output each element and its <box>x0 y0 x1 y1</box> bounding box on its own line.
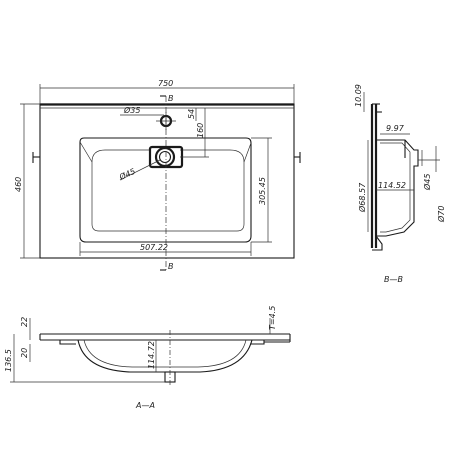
slab-outline <box>39 103 295 259</box>
dim-507-text: 507.22 <box>140 243 168 252</box>
bowl-back-slope <box>79 141 93 163</box>
bowl-inner <box>91 149 245 232</box>
side-bottom-clip <box>372 235 383 251</box>
dim-750-text: 750 <box>158 79 173 88</box>
dim-54-text: 54 <box>187 109 196 119</box>
dim-6857-text: Ø68.57 <box>357 182 367 213</box>
dim-70-text: Ø70 <box>436 206 446 223</box>
aa-left-rim <box>59 340 76 345</box>
dim-35-text: Ø35 <box>123 105 140 115</box>
dim-1365-text: 136.5 <box>4 349 13 372</box>
section-b-bot-label: B <box>168 262 174 271</box>
dim-45b-text: Ø45 <box>422 174 432 191</box>
section-b-top-label: B <box>168 94 174 103</box>
dim-20-text: 20 <box>20 348 29 358</box>
dim-t45-text: T=4.5 <box>268 306 277 330</box>
dim-305-text: 305.45 <box>258 177 267 205</box>
section-aa: 22 20 136.5 114.72 T=4.5 A—A <box>4 306 291 410</box>
dim-460-text: 460 <box>14 177 23 192</box>
dim-11452-text: 114.52 <box>378 181 406 190</box>
aa-right-rim <box>250 340 265 345</box>
dim-45-text: Ø45 <box>117 166 137 182</box>
bowl-inner-left <box>91 149 150 163</box>
section-aa-title: A—A <box>135 401 155 410</box>
bowl-back-slope-r <box>243 142 252 163</box>
aa-bowl-inner <box>83 339 247 368</box>
dim-22-text: 22 <box>20 317 29 327</box>
dim-997-text: 9.97 <box>386 124 405 133</box>
drain-hole-outer <box>154 146 176 168</box>
dim-45-leader <box>119 159 161 181</box>
top-view: B B 750 460 Ø35 54 160 Ø45 305.45 <box>14 79 301 271</box>
section-bb-title: B—B <box>384 275 403 284</box>
dim-160-text: 160 <box>196 123 205 138</box>
side-view-bb: 10.09 9.97 114.52 Ø68.57 Ø45 Ø70 B—B <box>354 84 446 284</box>
drain-hole-inner <box>158 150 172 164</box>
side-bowl-profile <box>376 139 419 237</box>
bowl-outline <box>79 137 252 243</box>
dim-11472-text: 114.72 <box>147 341 156 369</box>
dim-1009-text: 10.09 <box>354 84 363 107</box>
side-bowl-inner <box>380 142 411 233</box>
side-upstand <box>370 104 378 248</box>
